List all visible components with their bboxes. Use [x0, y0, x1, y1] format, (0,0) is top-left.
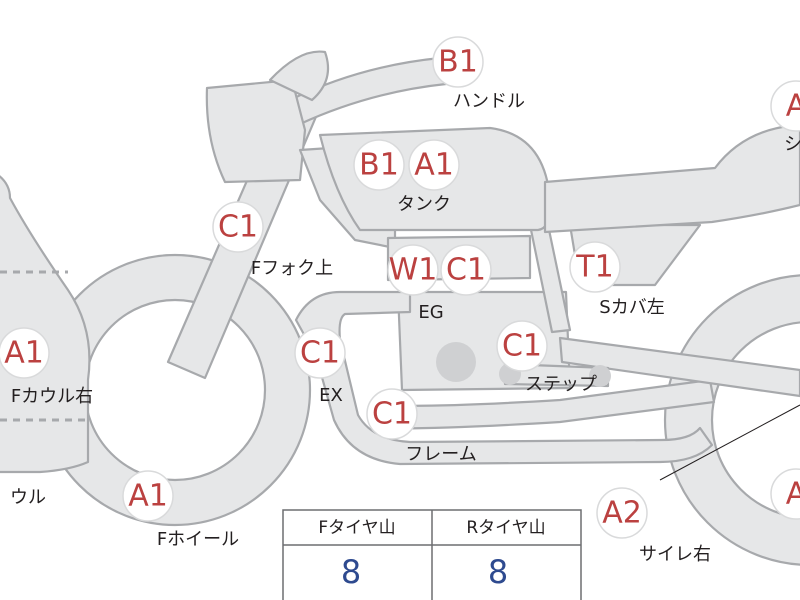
part-label: Fカウル右 [11, 386, 93, 407]
headlight-shape [205, 78, 307, 184]
badge-cowl: ウル [10, 487, 46, 508]
badge-circle [353, 139, 405, 191]
damage-code: C1 [218, 210, 258, 245]
silencer-leader-line [659, 404, 800, 481]
part-label: シ [784, 134, 800, 155]
exhaust-shape [294, 290, 714, 466]
rear-tire-header: Rタイヤ山 [466, 518, 545, 538]
badge-circle [387, 244, 439, 296]
part-label: サイレ右 [639, 544, 711, 565]
rear-wheel-shape [663, 274, 800, 566]
seat-shape [543, 123, 800, 234]
badge-circle [122, 470, 174, 522]
front-tire-value: 8 [341, 553, 361, 591]
part-label: Sカバ左 [599, 297, 664, 318]
badge-circle [0, 327, 50, 379]
part-label: EX [319, 385, 343, 406]
damage-code: C1 [446, 253, 486, 288]
damage-code: C1 [372, 397, 412, 432]
swingarm-shape [558, 336, 800, 398]
step-peg-right [589, 365, 611, 387]
front-cowl-shape [0, 175, 91, 474]
badge-circle [440, 244, 492, 296]
badge-frame: C1 フレーム [366, 388, 477, 465]
tire-tread-table: Fタイヤ山 Rタイヤ山 8 8 [282, 509, 582, 600]
part-label: フレーム [405, 444, 476, 465]
damage-code: A1 [4, 336, 44, 371]
part-label: ウル [10, 487, 46, 508]
damage-code: A [786, 477, 800, 512]
part-label: EG [418, 302, 443, 323]
motorcycle-silhouette [0, 50, 800, 566]
badge-circle [294, 327, 346, 379]
part-label: ステップ [525, 374, 597, 395]
badge-tank: B1 A1 タンク [353, 139, 460, 215]
damage-code: A1 [414, 148, 454, 183]
damage-code: A1 [128, 479, 168, 514]
badge-silencer-right: A2 サイレ右 [596, 487, 711, 565]
damage-code: W1 [389, 253, 438, 288]
damage-code: C1 [300, 336, 340, 371]
damage-code: A2 [602, 496, 642, 531]
badge-rear-edge: A [770, 468, 800, 520]
badge-circle [432, 36, 484, 88]
damage-code: T1 [575, 250, 613, 285]
badge-circle [366, 388, 418, 440]
badge-handle: B1 ハンドル [432, 36, 525, 112]
part-label: Fホイール [157, 529, 239, 550]
badge-seat: Aシ [770, 80, 800, 155]
badge-circle [569, 241, 621, 293]
damage-code: B1 [359, 148, 399, 183]
badge-circle [496, 320, 548, 372]
damage-code: C1 [502, 329, 542, 364]
part-label: ハンドル [453, 91, 525, 112]
badge-circle [596, 487, 648, 539]
front-wheel-shape [38, 253, 312, 527]
meter-shape [268, 50, 330, 102]
part-label: タンク [397, 194, 451, 215]
part-label: Fフォク上 [251, 258, 333, 279]
damage-code: A [786, 89, 800, 124]
badge-circle [770, 468, 800, 520]
damage-code: B1 [438, 45, 478, 80]
engine-cover-circle [436, 342, 476, 382]
front-tire-header: Fタイヤ山 [318, 518, 395, 538]
badge-step: C1 ステップ [496, 320, 597, 395]
badge-circle [408, 139, 460, 191]
badge-circle [770, 80, 800, 132]
rear-tire-value: 8 [488, 553, 508, 591]
badge-circle [212, 201, 264, 253]
